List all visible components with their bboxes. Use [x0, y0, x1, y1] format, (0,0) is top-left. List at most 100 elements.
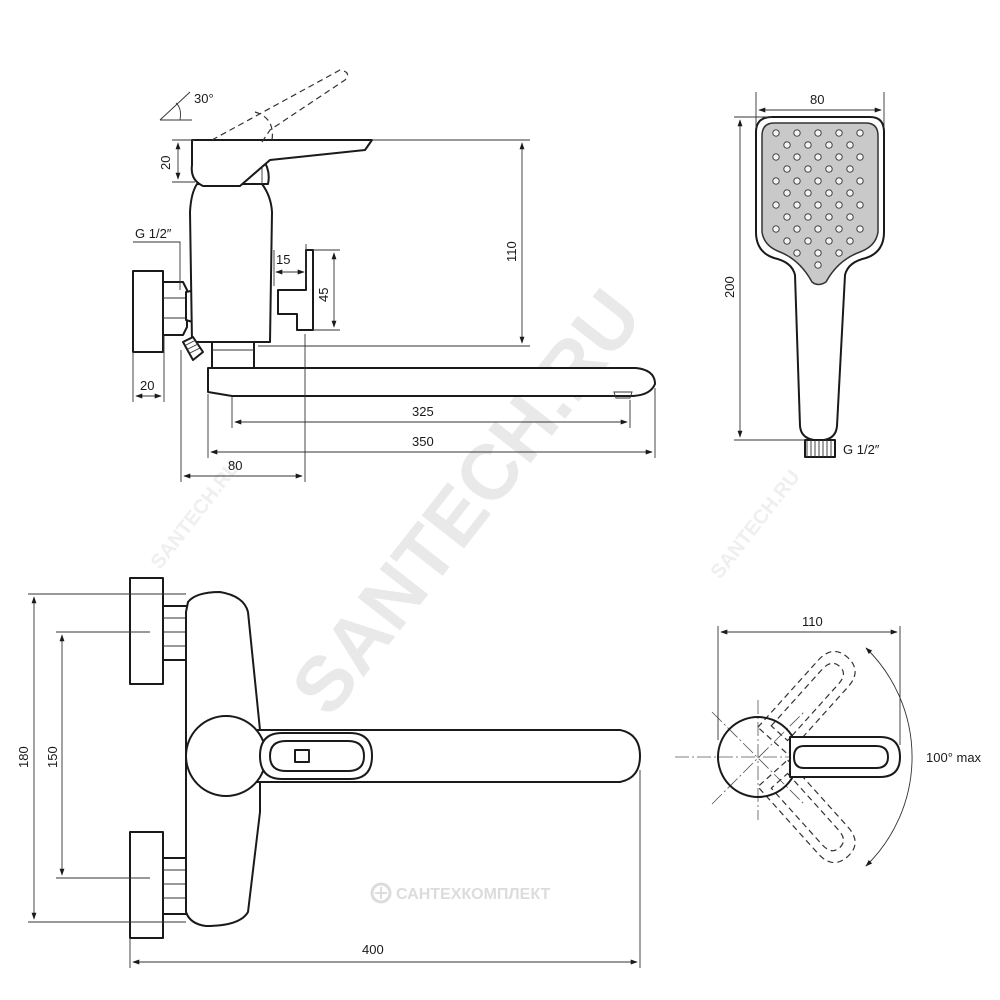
watermark-logo-text: САНТЕХКОМПЛЕКТ: [396, 886, 550, 903]
nozzle: [783, 165, 791, 173]
nozzle: [804, 141, 812, 149]
nozzle: [793, 201, 801, 209]
nozzle: [835, 201, 843, 209]
outlet-coupling: [211, 341, 255, 369]
nozzle: [846, 165, 854, 173]
nozzle: [846, 237, 854, 245]
watermark-logo: САНТЕХКОМПЛЕКТ: [370, 882, 550, 904]
nozzle: [772, 201, 780, 209]
dim-spout-inner-label: 325: [412, 404, 434, 419]
nozzle: [825, 141, 833, 149]
nozzle: [825, 189, 833, 197]
dim-connection-spacing: 150: [45, 631, 150, 879]
dim-diverter-height-label: 45: [316, 288, 331, 302]
thread-callout: G 1/2″: [133, 226, 181, 290]
dim-wall-offset-label: 80: [228, 458, 242, 473]
watermark-main: SANTECH.RU: [274, 273, 658, 730]
dim-diverter-height: 45: [313, 249, 340, 331]
nozzle: [835, 249, 843, 257]
dim-wall-offset: 80: [180, 334, 306, 482]
nozzle: [835, 177, 843, 185]
nozzle: [856, 225, 864, 233]
dim-front-length: 400: [129, 770, 641, 968]
dim-spout-inner: 325: [231, 396, 631, 428]
nozzle: [814, 129, 822, 137]
dim-front-height: 180: [16, 593, 186, 923]
nozzle: [793, 153, 801, 161]
nozzle: [783, 213, 791, 221]
side-view: 30° 20 G 1/2″ 110 15: [132, 69, 656, 482]
dim-shower-width: 80: [755, 92, 885, 128]
nozzle: [793, 249, 801, 257]
lever-handle: [190, 139, 373, 187]
dim-body-height-label: 110: [504, 241, 519, 262]
nozzle: [772, 177, 780, 185]
dim-connection-spacing-label: 150: [45, 746, 60, 768]
shower-head: 80 200 G 1/2″: [722, 92, 885, 458]
thread-label: G 1/2″: [135, 226, 172, 241]
nozzle: [804, 189, 812, 197]
angle-indicator: 30°: [159, 91, 214, 121]
nozzle: [772, 129, 780, 137]
dim-lever-width-label: 15: [276, 252, 290, 267]
shower-thread-label: G 1/2″: [843, 442, 880, 457]
nozzle: [772, 225, 780, 233]
watermark-repeat-right: SANTECH.RU: [707, 466, 805, 583]
nozzle: [856, 153, 864, 161]
spout: [207, 367, 656, 397]
dim-spout-total: 350: [207, 388, 656, 458]
nozzle: [814, 153, 822, 161]
nozzle: [846, 213, 854, 221]
dim-shower-length: 200: [722, 116, 805, 441]
dim-top-width: 110: [717, 614, 901, 745]
dim-spout-total-label: 350: [412, 434, 434, 449]
nozzle: [856, 129, 864, 137]
dim-shower-width-label: 80: [810, 92, 824, 107]
nozzle: [814, 225, 822, 233]
nozzle: [814, 261, 822, 269]
nozzle: [793, 129, 801, 137]
wall-flange: [132, 270, 164, 353]
front-lever-button: [294, 749, 310, 763]
eccentric-nut-bottom: [162, 857, 189, 915]
nozzle: [814, 249, 822, 257]
rotation-arc: 100° max: [865, 647, 982, 867]
dim-lever-width: 15: [273, 244, 307, 286]
nozzle: [856, 201, 864, 209]
dim-eccentric-width-label: 20: [140, 378, 154, 393]
nozzle: [846, 141, 854, 149]
nozzle: [835, 153, 843, 161]
nozzle: [804, 213, 812, 221]
dim-front-height-label: 180: [16, 746, 31, 768]
rotation-label: 100° max: [926, 750, 982, 765]
dim-body-height: 110: [258, 139, 530, 347]
nozzle: [814, 201, 822, 209]
nozzle: [846, 189, 854, 197]
dim-front-length-label: 400: [362, 942, 384, 957]
nozzle: [783, 141, 791, 149]
front-view: 180 150 400: [16, 577, 641, 968]
nozzle: [793, 225, 801, 233]
nozzle: [783, 237, 791, 245]
front-knob: [185, 715, 267, 797]
nozzle: [835, 225, 843, 233]
nozzle: [793, 177, 801, 185]
nozzle: [804, 237, 812, 245]
nozzle: [814, 177, 822, 185]
dim-handle-height-label: 20: [158, 156, 173, 170]
dim-eccentric-width: 20: [132, 335, 165, 402]
hose-connector: [182, 336, 204, 361]
nozzle: [804, 165, 812, 173]
eccentric-nut-top: [162, 605, 189, 661]
shower-nozzles: [772, 129, 864, 269]
eccentric-nut: [162, 281, 188, 336]
nozzle: [825, 165, 833, 173]
nozzle: [783, 189, 791, 197]
nozzle: [856, 177, 864, 185]
watermark-repeat-left: SANTECH.RU: [147, 456, 245, 573]
nozzle: [772, 153, 780, 161]
top-view: 100° max 110: [675, 614, 982, 867]
nozzle: [825, 237, 833, 245]
lever-rotated-positions: [757, 650, 856, 864]
